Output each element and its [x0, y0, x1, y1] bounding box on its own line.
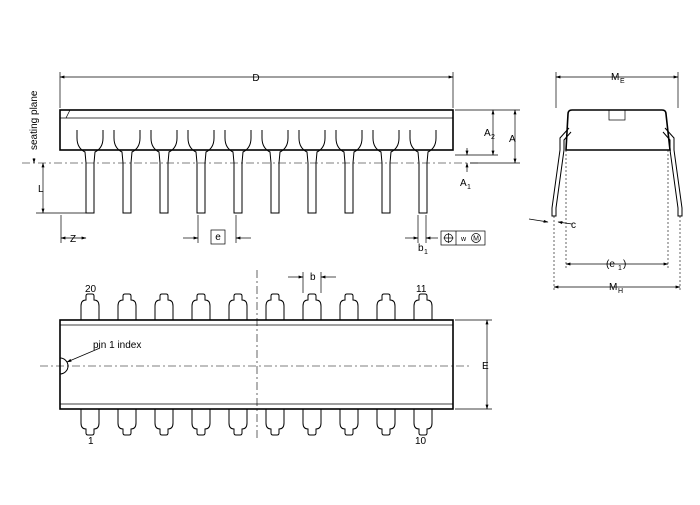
side-view-leads: [76, 130, 437, 214]
end-view-body: [565, 109, 671, 151]
top-view-leads: [80, 293, 433, 436]
dim-A1-label: A: [460, 178, 467, 189]
side-lead: [76, 130, 104, 214]
bottom-lead: [228, 408, 248, 436]
position-tolerance-frame: w M: [440, 230, 486, 246]
dim-e-box: [210, 229, 226, 245]
top-lead: [80, 293, 100, 321]
side-lead: [187, 130, 215, 214]
pin-10-label: 10: [415, 436, 427, 447]
top-view-body: [59, 319, 454, 410]
side-lead: [224, 130, 252, 214]
mmc-circle-icon: [471, 233, 481, 243]
top-lead: [191, 293, 211, 321]
tolerance-w-label: w: [460, 236, 467, 243]
side-lead: [113, 130, 141, 214]
dim-ME-label: M: [611, 72, 619, 83]
dim-D-label: D: [252, 73, 259, 84]
bottom-lead: [191, 408, 211, 436]
dim-c-label: c: [571, 220, 576, 231]
dim-A-label: A: [509, 134, 516, 145]
dim-e1-label-close: ): [623, 259, 626, 270]
side-lead: [409, 130, 437, 214]
dim-b1-label: b: [418, 243, 424, 254]
dim-e1-sub: 1: [618, 265, 622, 272]
tolerance-m-label: M: [473, 236, 479, 243]
end-view: M E c (e 1 ) M H: [528, 72, 683, 295]
dim-e-label: e: [215, 232, 221, 243]
pin-20-label: 20: [85, 284, 97, 295]
bottom-lead: [80, 408, 100, 436]
top-lead: [228, 293, 248, 321]
top-lead: [413, 293, 433, 321]
bottom-lead: [154, 408, 174, 436]
dim-MH-label: M: [609, 282, 617, 293]
dim-A2-sub: 2: [491, 134, 495, 141]
side-lead: [261, 130, 289, 214]
seating-plane-label: seating plane: [29, 90, 40, 150]
bottom-lead: [376, 408, 396, 436]
dim-A1-sub: 1: [467, 184, 471, 191]
bottom-lead: [339, 408, 359, 436]
dim-b1-sub: 1: [424, 249, 428, 256]
bottom-lead: [413, 408, 433, 436]
dim-e1-label-open: (e: [606, 259, 615, 270]
dim-MH-sub: H: [618, 288, 623, 295]
bottom-lead: [265, 408, 285, 436]
top-lead: [265, 293, 285, 321]
side-lead: [372, 130, 400, 214]
dim-ME-sub: E: [620, 78, 625, 85]
dim-E-label: E: [482, 361, 489, 372]
top-lead: [117, 293, 137, 321]
side-lead: [335, 130, 363, 214]
side-lead: [150, 130, 178, 214]
top-lead: [154, 293, 174, 321]
pin-11-label: 11: [416, 284, 427, 295]
dim-b-label: b: [310, 272, 316, 283]
bottom-lead: [302, 408, 322, 436]
bottom-lead: [117, 408, 137, 436]
dim-L-label: L: [38, 184, 44, 195]
dim-Z-label: Z: [70, 234, 76, 245]
top-lead: [339, 293, 359, 321]
side-view: D seating plane A A 2 A 1 L Z e: [22, 72, 520, 256]
end-view-notch: [608, 109, 626, 121]
top-lead: [302, 293, 322, 321]
top-view: pin 1 index E b 20 11 1 10: [40, 270, 492, 447]
pin-1-label: 1: [88, 436, 94, 447]
side-view-body: [59, 109, 454, 151]
side-lead: [298, 130, 326, 214]
pin-1-index-label: pin 1 index: [93, 340, 141, 351]
dim-A2-label: A: [484, 128, 491, 139]
top-lead: [376, 293, 396, 321]
